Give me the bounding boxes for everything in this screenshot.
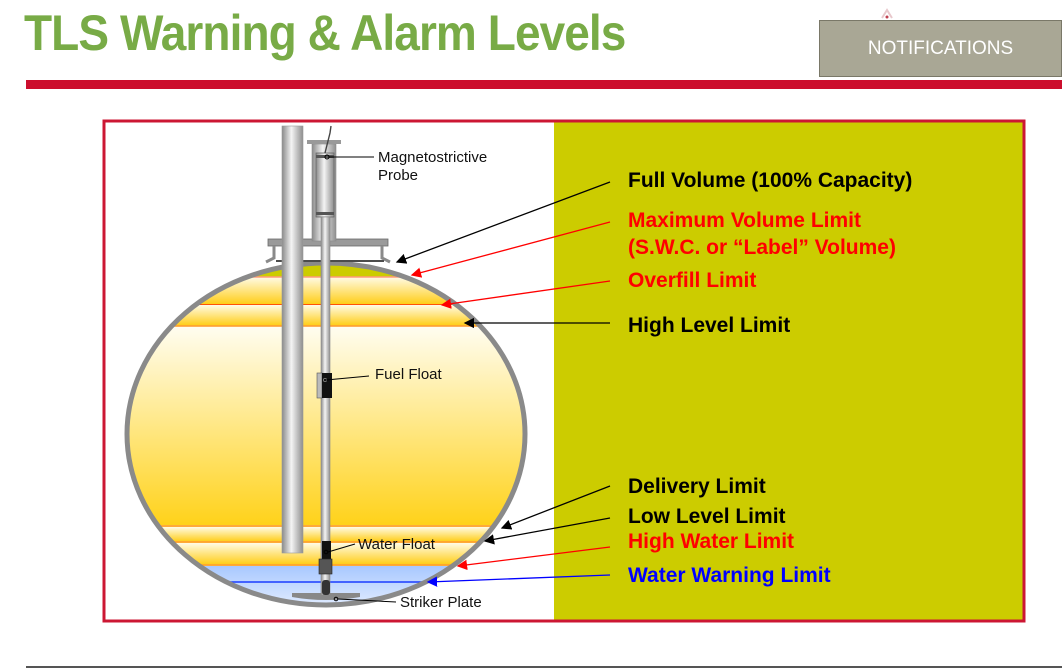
limit-max-volume-note: (S.W.C. or “Label” Volume) — [628, 236, 896, 259]
header-divider — [26, 80, 1062, 89]
probe-label-line1: Magnetostrictive — [378, 149, 487, 166]
limit-overfill: Overfill Limit — [628, 269, 756, 292]
tank-diagram: Magnetostrictive Probe Fuel Float Water … — [102, 119, 1026, 623]
limit-water-warning: Water Warning Limit — [628, 564, 831, 587]
striker-plate-label: Striker Plate — [400, 594, 482, 611]
limit-high-water: High Water Limit — [628, 530, 794, 553]
limit-max-volume: Maximum Volume Limit — [628, 209, 861, 232]
probe-shaft — [320, 216, 331, 596]
limit-high-level: High Level Limit — [628, 314, 790, 337]
probe-head — [315, 152, 335, 218]
limit-low-level: Low Level Limit — [628, 505, 786, 528]
notifications-button[interactable]: NOTIFICATIONS — [819, 20, 1062, 77]
fill-pipe — [281, 125, 304, 554]
legend-panel — [554, 122, 1023, 620]
fuel-float-icon — [316, 372, 332, 399]
probe-label-line2: Probe — [378, 167, 418, 184]
limit-full-volume: Full Volume (100% Capacity) — [628, 169, 912, 192]
water-float-label: Water Float — [358, 536, 436, 553]
footer-divider — [26, 666, 1062, 668]
limit-delivery: Delivery Limit — [628, 475, 766, 498]
page-title: TLS Warning & Alarm Levels — [24, 5, 626, 61]
fuel-float-label: Fuel Float — [375, 366, 443, 383]
logo-fragment-icon — [881, 8, 893, 19]
